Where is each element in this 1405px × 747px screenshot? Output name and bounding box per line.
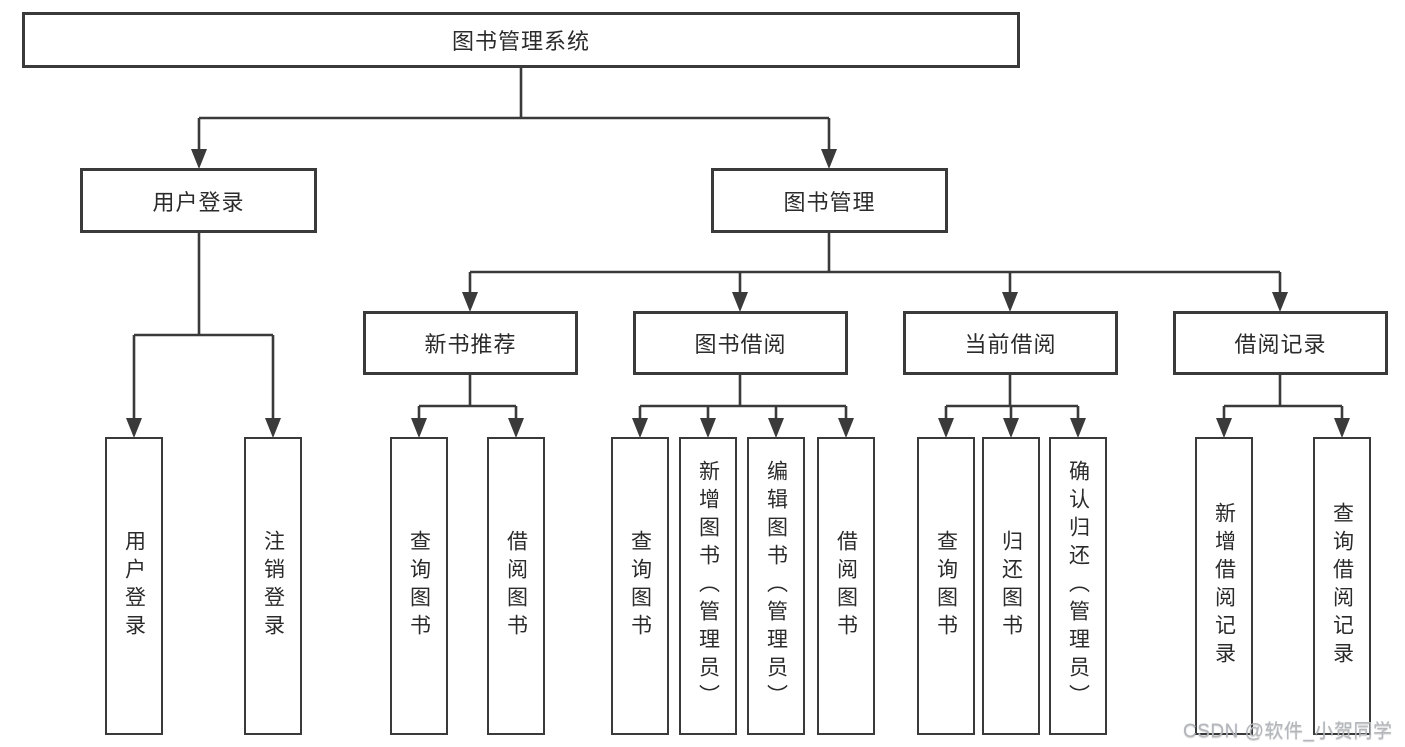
arrowhead	[1002, 292, 1018, 312]
leaf-current-confirm-return-admin: 确认归还（管理员）	[1049, 437, 1107, 735]
node-label: 借阅记录	[1234, 332, 1327, 357]
node-label: 新增图书（管理员）	[696, 460, 720, 712]
leaf-borrowing-borrow-books: 借阅图书	[817, 437, 875, 735]
leaf-records-add-record: 新增借阅记录	[1195, 437, 1253, 735]
arrowhead	[1272, 292, 1288, 312]
node-label: 借阅图书	[834, 530, 858, 642]
node-label: 用户登录	[152, 189, 245, 215]
node-label: 查询借阅记录	[1330, 502, 1354, 670]
arrowhead	[1334, 418, 1350, 438]
arrowhead	[732, 292, 748, 312]
arrowhead	[838, 418, 854, 438]
leaf-recommend-borrow-books: 借阅图书	[487, 437, 545, 735]
arrowhead	[821, 149, 837, 169]
arrowhead	[1216, 418, 1232, 438]
node-borrowing-records: 借阅记录	[1173, 311, 1388, 375]
arrowhead	[462, 292, 478, 312]
connector-book-management	[468, 233, 1282, 295]
node-label: 当前借阅	[964, 332, 1057, 357]
arrowhead	[265, 418, 281, 438]
node-label: 查询图书	[628, 530, 652, 642]
node-label: 图书管理系统	[451, 29, 590, 54]
leaf-current-return-books: 归还图书	[982, 437, 1040, 735]
node-label: 确认归还（管理员）	[1066, 460, 1090, 712]
connector-user-login	[132, 233, 275, 421]
node-label: 借阅图书	[504, 530, 528, 642]
node-label: 注销登录	[261, 530, 285, 642]
node-root: 图书管理系统	[22, 12, 1020, 68]
connector-book-borrowing	[638, 375, 848, 421]
node-label: 图书借阅	[694, 332, 787, 357]
leaf-borrowing-query-books: 查询图书	[611, 437, 669, 735]
node-label: 查询图书	[934, 530, 958, 642]
arrowhead	[700, 418, 716, 438]
node-label: 用户登录	[122, 530, 146, 642]
csdn-watermark: CSDN @软件_小贺同学	[1183, 721, 1393, 742]
arrowhead	[632, 418, 648, 438]
node-label: 归还图书	[999, 530, 1023, 642]
node-label: 新书推荐	[424, 332, 517, 357]
leaf-current-query-books: 查询图书	[917, 437, 975, 735]
arrowhead	[191, 149, 207, 169]
node-label: 查询图书	[407, 530, 431, 642]
leaf-borrowing-add-books-admin: 新增图书（管理员）	[679, 437, 737, 735]
node-label: 图书管理	[783, 189, 876, 215]
leaf-user-login: 用户登录	[105, 437, 163, 735]
node-book-management: 图书管理	[711, 168, 948, 233]
connector-root	[197, 68, 831, 152]
arrowhead	[938, 418, 954, 438]
arrowhead	[768, 418, 784, 438]
arrowhead	[411, 418, 427, 438]
node-label: 编辑图书（管理员）	[764, 460, 788, 712]
arrowhead	[1003, 418, 1019, 438]
connector-borrowing-records	[1222, 375, 1344, 421]
arrowhead	[126, 418, 142, 438]
leaf-borrowing-edit-books-admin: 编辑图书（管理员）	[747, 437, 805, 735]
node-label: 新增借阅记录	[1212, 502, 1236, 670]
leaf-records-query-record: 查询借阅记录	[1313, 437, 1371, 735]
connector-current-borrowing	[944, 375, 1080, 421]
node-book-borrowing: 图书借阅	[633, 311, 848, 375]
leaf-logout: 注销登录	[244, 437, 302, 735]
node-user-login: 用户登录	[80, 168, 317, 233]
arrowhead	[508, 418, 524, 438]
node-new-book-recommend: 新书推荐	[363, 311, 578, 375]
node-current-borrowing: 当前借阅	[903, 311, 1118, 375]
leaf-recommend-query-books: 查询图书	[390, 437, 448, 735]
arrowhead	[1070, 418, 1086, 438]
connector-new-book-recommend	[417, 375, 518, 421]
